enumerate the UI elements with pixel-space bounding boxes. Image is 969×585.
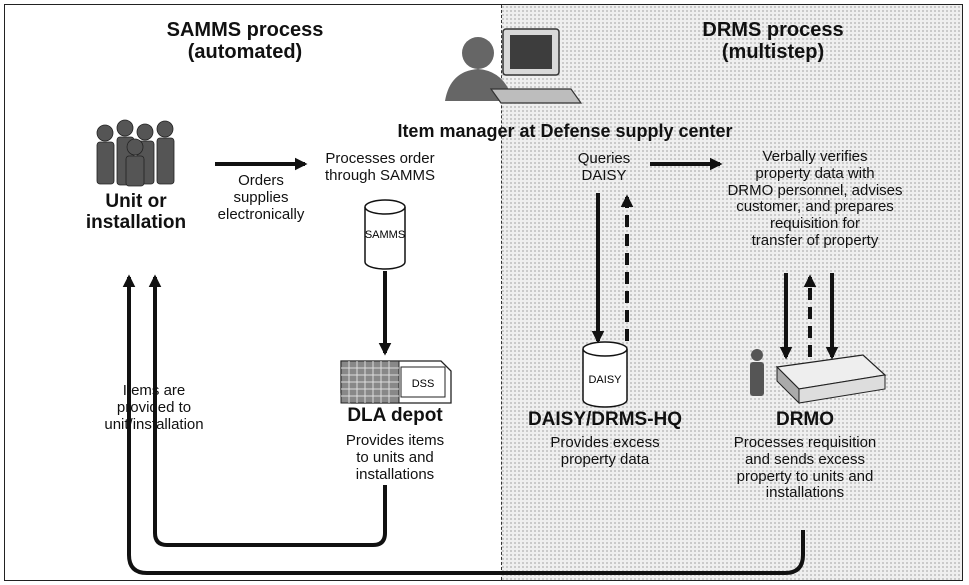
samms-process-title: SAMMS process (automated) (166, 19, 324, 64)
diagram-graphics: DSS SAMMS DAISY (96, 28, 887, 575)
samms-db-label: SAMMS (365, 229, 405, 241)
item-manager-label: Item manager at Defense supply center (397, 121, 733, 141)
dss-label: DSS (412, 378, 435, 390)
orders-supplies-label: Orders supplies electronically (217, 172, 305, 223)
processes-order-label: Processes order through SAMMS (324, 150, 436, 184)
samms-database-icon (364, 199, 406, 270)
daisy-drms-hq-description: Provides excess property data (550, 434, 660, 468)
diagram-frame: DSS SAMMS DAISY SAMMS process (automated… (4, 4, 963, 581)
drmo-description: Processes requisition and sends excess p… (733, 434, 877, 502)
items-provided-label: Items are provided to unit/installation (104, 382, 204, 433)
drms-process-title: DRMS process (multistep) (702, 19, 844, 64)
dla-depot-label: DLA depot (347, 405, 443, 426)
unit-installation-label: Unit or installation (85, 191, 187, 234)
drmo-building-icon (750, 349, 887, 405)
drmo-label: DRMO (775, 409, 835, 430)
dla-depot-description: Provides items to units and installation… (345, 432, 445, 483)
computer-user-icon (445, 28, 583, 104)
verbally-verifies-label: Verbally verifies property data with DRM… (727, 148, 903, 249)
process-divider (501, 5, 502, 580)
queries-daisy-label: Queries DAISY (577, 150, 631, 184)
dla-depot-building-icon (340, 360, 452, 404)
daisy-database-icon (582, 341, 628, 408)
unit-soldiers-icon (96, 119, 175, 187)
daisy-drms-hq-label: DAISY/DRMS-HQ (527, 409, 683, 430)
daisy-db-label: DAISY (588, 374, 622, 386)
